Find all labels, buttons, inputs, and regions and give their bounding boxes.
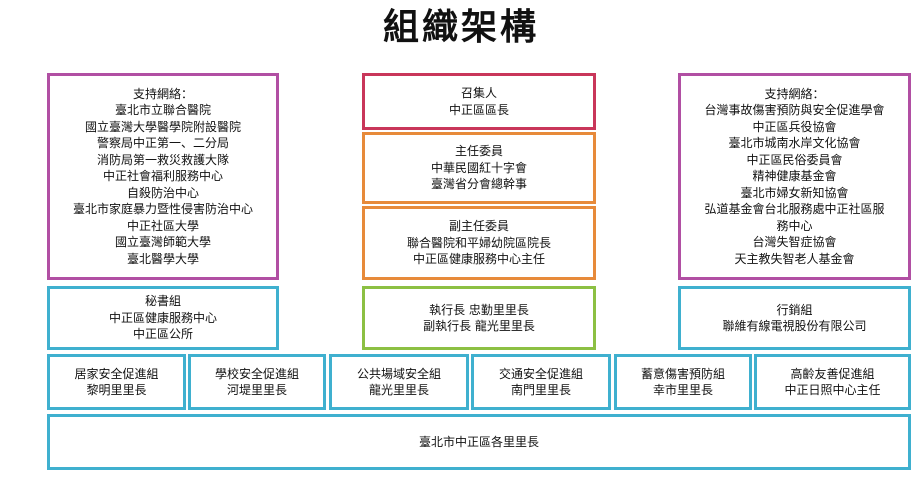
group-leader: 中正日照中心主任 (784, 383, 881, 397)
left-network-item: 臺北市立聯合醫院 (114, 103, 211, 118)
left-support-network-box: 支持網絡： 臺北市立聯合醫院 國立臺灣大學醫學院附設醫院 警察局中正第一、二分局… (47, 73, 279, 280)
footer-box: 臺北市中正區各里里長 (47, 414, 911, 470)
left-network-item: 國立臺灣大學醫學院附設醫院 (84, 119, 241, 134)
marketing-box: 行銷組 聯維有線電視股份有限公司 (678, 286, 911, 350)
group-leader: 幸市里里長 (652, 383, 713, 397)
group-name: 高齡友善促進組 (790, 366, 875, 381)
footer-text: 臺北市中正區各里里長 (418, 434, 539, 449)
right-network-item: 弘道基金會台北服務處中正社區服 (704, 202, 885, 217)
left-network-item: 中正社區大學 (126, 218, 199, 233)
right-network-item: 台灣失智症協會 (752, 235, 837, 250)
group-leader: 南門里里長 (510, 383, 571, 397)
right-network-item: 天主教失智老人基金會 (734, 251, 855, 266)
director-line: 臺灣省分會總幹事 (430, 177, 527, 192)
group-leader: 河堤里里長 (226, 383, 287, 397)
right-network-item: 臺北市城南水岸文化協會 (728, 136, 861, 151)
left-network-heading: 支持網絡： (132, 86, 193, 101)
left-network-item: 警察局中正第一、二分局 (96, 136, 229, 151)
secretariat-line: 中正區公所 (132, 327, 193, 342)
group-name: 蓄意傷害預防組 (640, 366, 725, 381)
director-box: 主任委員 中華民國紅十字會 臺灣省分會總幹事 (362, 132, 596, 204)
secretariat-box: 秘書組 中正區健康服務中心 中正區公所 (47, 286, 279, 350)
secretariat-name: 秘書組 (144, 294, 181, 309)
marketing-name: 行銷組 (776, 302, 813, 317)
right-network-item: 台灣事故傷害預防與安全促進學會 (704, 103, 885, 118)
left-network-item: 臺北市家庭暴力暨性侵害防治中心 (72, 202, 253, 217)
group-box: 學校安全促進組 河堤里里長 (188, 354, 326, 410)
right-network-item: 中正區兵役協會 (752, 119, 837, 134)
group-name: 學校安全促進組 (214, 366, 299, 381)
group-box: 公共場域安全組 龍光里里長 (329, 354, 469, 410)
group-box: 交通安全促進組 南門里里長 (471, 354, 611, 410)
right-support-network-box: 支持網絡： 台灣事故傷害預防與安全促進學會 中正區兵役協會 臺北市城南水岸文化協… (678, 73, 911, 280)
left-network-item: 國立臺灣師範大學 (114, 235, 211, 250)
deputy-director-line: 聯合醫院和平婦幼院區院長 (406, 235, 551, 250)
page-title: 組織架構 (382, 7, 539, 48)
right-network-item: 中正區民俗委員會 (746, 152, 843, 167)
group-name: 交通安全促進組 (498, 366, 583, 381)
group-leader: 黎明里里長 (86, 383, 147, 397)
group-name: 公共場域安全組 (356, 366, 441, 381)
left-network-item: 中正社會福利服務中心 (102, 169, 223, 184)
group-leader: 龍光里里長 (368, 383, 429, 397)
left-network-item: 自殺防治中心 (126, 185, 199, 200)
deputy-director-line: 中正區健康服務中心主任 (412, 252, 545, 267)
group-box: 居家安全促進組 黎明里里長 (47, 354, 186, 410)
right-network-heading: 支持網絡： (764, 86, 825, 101)
director-role: 主任委員 (454, 144, 503, 159)
right-network-item: 精神健康基金會 (752, 169, 837, 184)
deputy-director-role: 副主任委員 (448, 219, 509, 234)
convener-box: 召集人 中正區區長 (362, 73, 596, 130)
right-network-item: 臺北市婦女新知協會 (740, 185, 849, 200)
convener-role: 召集人 (460, 86, 497, 100)
left-network-item: 消防局第一救災救護大隊 (96, 152, 229, 167)
deputy-director-box: 副主任委員 聯合醫院和平婦幼院區院長 中正區健康服務中心主任 (362, 206, 596, 280)
executive-box: 執行長 忠勤里里長 副執行長 龍光里里長 (362, 286, 596, 350)
right-network-item: 務中心 (776, 218, 813, 233)
group-name: 居家安全促進組 (74, 366, 159, 381)
director-line: 中華民國紅十字會 (430, 160, 527, 175)
convener-name: 中正區區長 (448, 102, 509, 117)
executive-line: 執行長 忠勤里里長 (429, 302, 529, 317)
executive-line: 副執行長 龍光里里長 (423, 319, 535, 333)
group-box: 高齡友善促進組 中正日照中心主任 (754, 354, 911, 410)
left-network-item: 臺北醫學大學 (126, 251, 199, 266)
secretariat-line: 中正區健康服務中心 (108, 310, 217, 325)
marketing-line: 聯維有線電視股份有限公司 (722, 319, 867, 333)
group-box: 蓄意傷害預防組 幸市里里長 (614, 354, 752, 410)
